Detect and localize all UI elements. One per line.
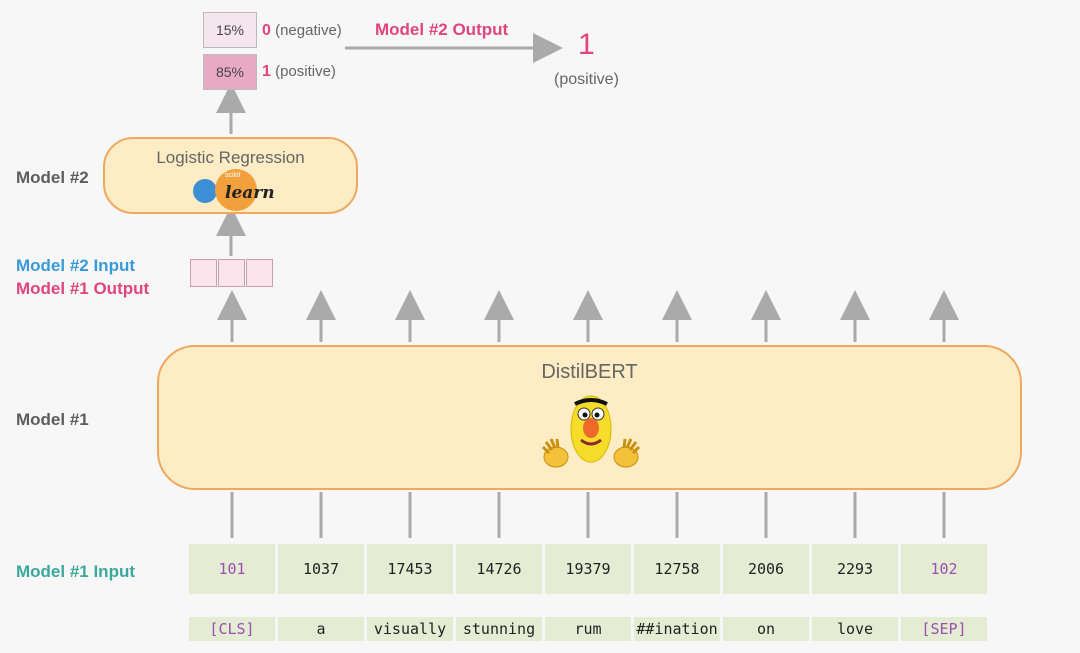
token-word: on — [723, 617, 809, 641]
distilbert-title: DistilBERT — [541, 361, 638, 383]
token-id: 14726 — [456, 544, 542, 594]
sklearn-logo-small-text: scikit — [225, 172, 241, 179]
token-id: 101 — [189, 544, 275, 594]
token-word: [CLS] — [189, 617, 275, 641]
label-model2: Model #2 — [16, 168, 89, 187]
class-positive-id: 1 — [262, 63, 271, 80]
token-word: stunning — [456, 617, 542, 641]
feature-vector-cell — [190, 259, 217, 287]
token-id: 102 — [901, 544, 987, 594]
feature-vector-cell — [246, 259, 273, 287]
logistic-regression-title: Logistic Regression — [156, 148, 305, 167]
distilbert-box: DistilBERT — [157, 345, 1022, 490]
token-id: 12758 — [634, 544, 720, 594]
class-positive-label: 1 (positive) — [262, 63, 336, 81]
label-model2-input: Model #2 Input — [16, 256, 135, 275]
token-id: 19379 — [545, 544, 631, 594]
sklearn-logo-orange-icon — [215, 169, 257, 211]
token-word: [SEP] — [901, 617, 987, 641]
token-word: love — [812, 617, 898, 641]
token-word: ##ination — [634, 617, 720, 641]
prob-positive: 85% — [203, 54, 257, 90]
token-word: visually — [367, 617, 453, 641]
token-word: a — [278, 617, 364, 641]
logistic-regression-box: Logistic Regression scikit learn — [103, 137, 358, 214]
label-model1-input: Model #1 Input — [16, 562, 135, 581]
sklearn-logo-icon — [193, 179, 217, 203]
class-negative-label: 0 (negative) — [262, 22, 342, 40]
token-id: 2293 — [812, 544, 898, 594]
result-desc: (positive) — [554, 71, 619, 88]
class-negative-id: 0 — [262, 22, 271, 39]
label-model2-output: Model #2 Output — [375, 20, 509, 39]
token-id: 1037 — [278, 544, 364, 594]
sklearn-logo-text: learn — [225, 183, 275, 203]
bert-character-icon — [541, 395, 641, 468]
token-id: 2006 — [723, 544, 809, 594]
result-value: 1 — [578, 28, 595, 61]
class-negative-desc: (negative) — [275, 22, 342, 39]
label-model1-output: Model #1 Output — [16, 279, 150, 298]
prob-negative: 15% — [203, 12, 257, 48]
feature-vector-cell — [218, 259, 245, 287]
class-positive-desc: (positive) — [275, 63, 336, 80]
token-id: 17453 — [367, 544, 453, 594]
label-model1: Model #1 — [16, 410, 89, 429]
token-word: rum — [545, 617, 631, 641]
